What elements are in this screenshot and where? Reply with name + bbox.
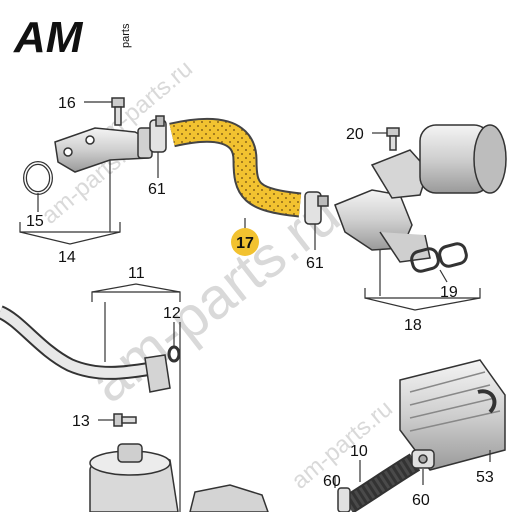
callout-60a: 60 [323,473,341,490]
bolt-13 [113,413,137,427]
logo-main-text: AM [13,13,84,62]
callout-18: 18 [404,317,422,334]
thermostat-housing-18 [334,124,507,263]
engine-block-fragment [189,484,269,512]
callout-15: 15 [26,213,44,230]
clamp-61b [304,191,329,225]
callout-17: 17 [236,235,254,252]
clamp-61a [149,115,167,153]
callout-61a: 61 [148,181,166,198]
callout-14: 14 [58,249,76,266]
clamp-60b [411,449,435,469]
callout-60b: 60 [412,492,430,509]
callout-61b: 61 [306,255,324,272]
bolt-20 [386,127,400,151]
callout-53: 53 [476,469,494,486]
am-parts-logo: AM parts [13,13,132,62]
callout-12: 12 [163,305,181,322]
callout-11: 11 [128,265,145,282]
callout-19: 19 [440,284,458,301]
callout-10: 10 [350,443,368,460]
coolant-hose-10 [342,453,421,512]
water-flange-assembly [54,127,153,173]
callout-badge-17[interactable]: 17 [231,228,259,256]
gasket-19 [410,242,468,273]
callout-20: 20 [346,126,364,143]
callout-16: 16 [58,95,76,112]
clamp-60a [337,487,351,512]
coolant-hose-17[interactable] [169,117,302,218]
oil-cooler-53 [399,359,506,471]
leader-lines [19,101,491,512]
logo-sub-text: parts [120,23,132,48]
coolant-pipe-11 [0,305,171,393]
callout-13: 13 [72,413,90,430]
o-ring-15 [23,161,53,195]
o-ring-12 [167,345,181,363]
oil-filter-housing [89,443,179,512]
callout-labels: 16 15 14 61 61 20 19 18 11 12 13 10 60 6… [26,95,494,509]
